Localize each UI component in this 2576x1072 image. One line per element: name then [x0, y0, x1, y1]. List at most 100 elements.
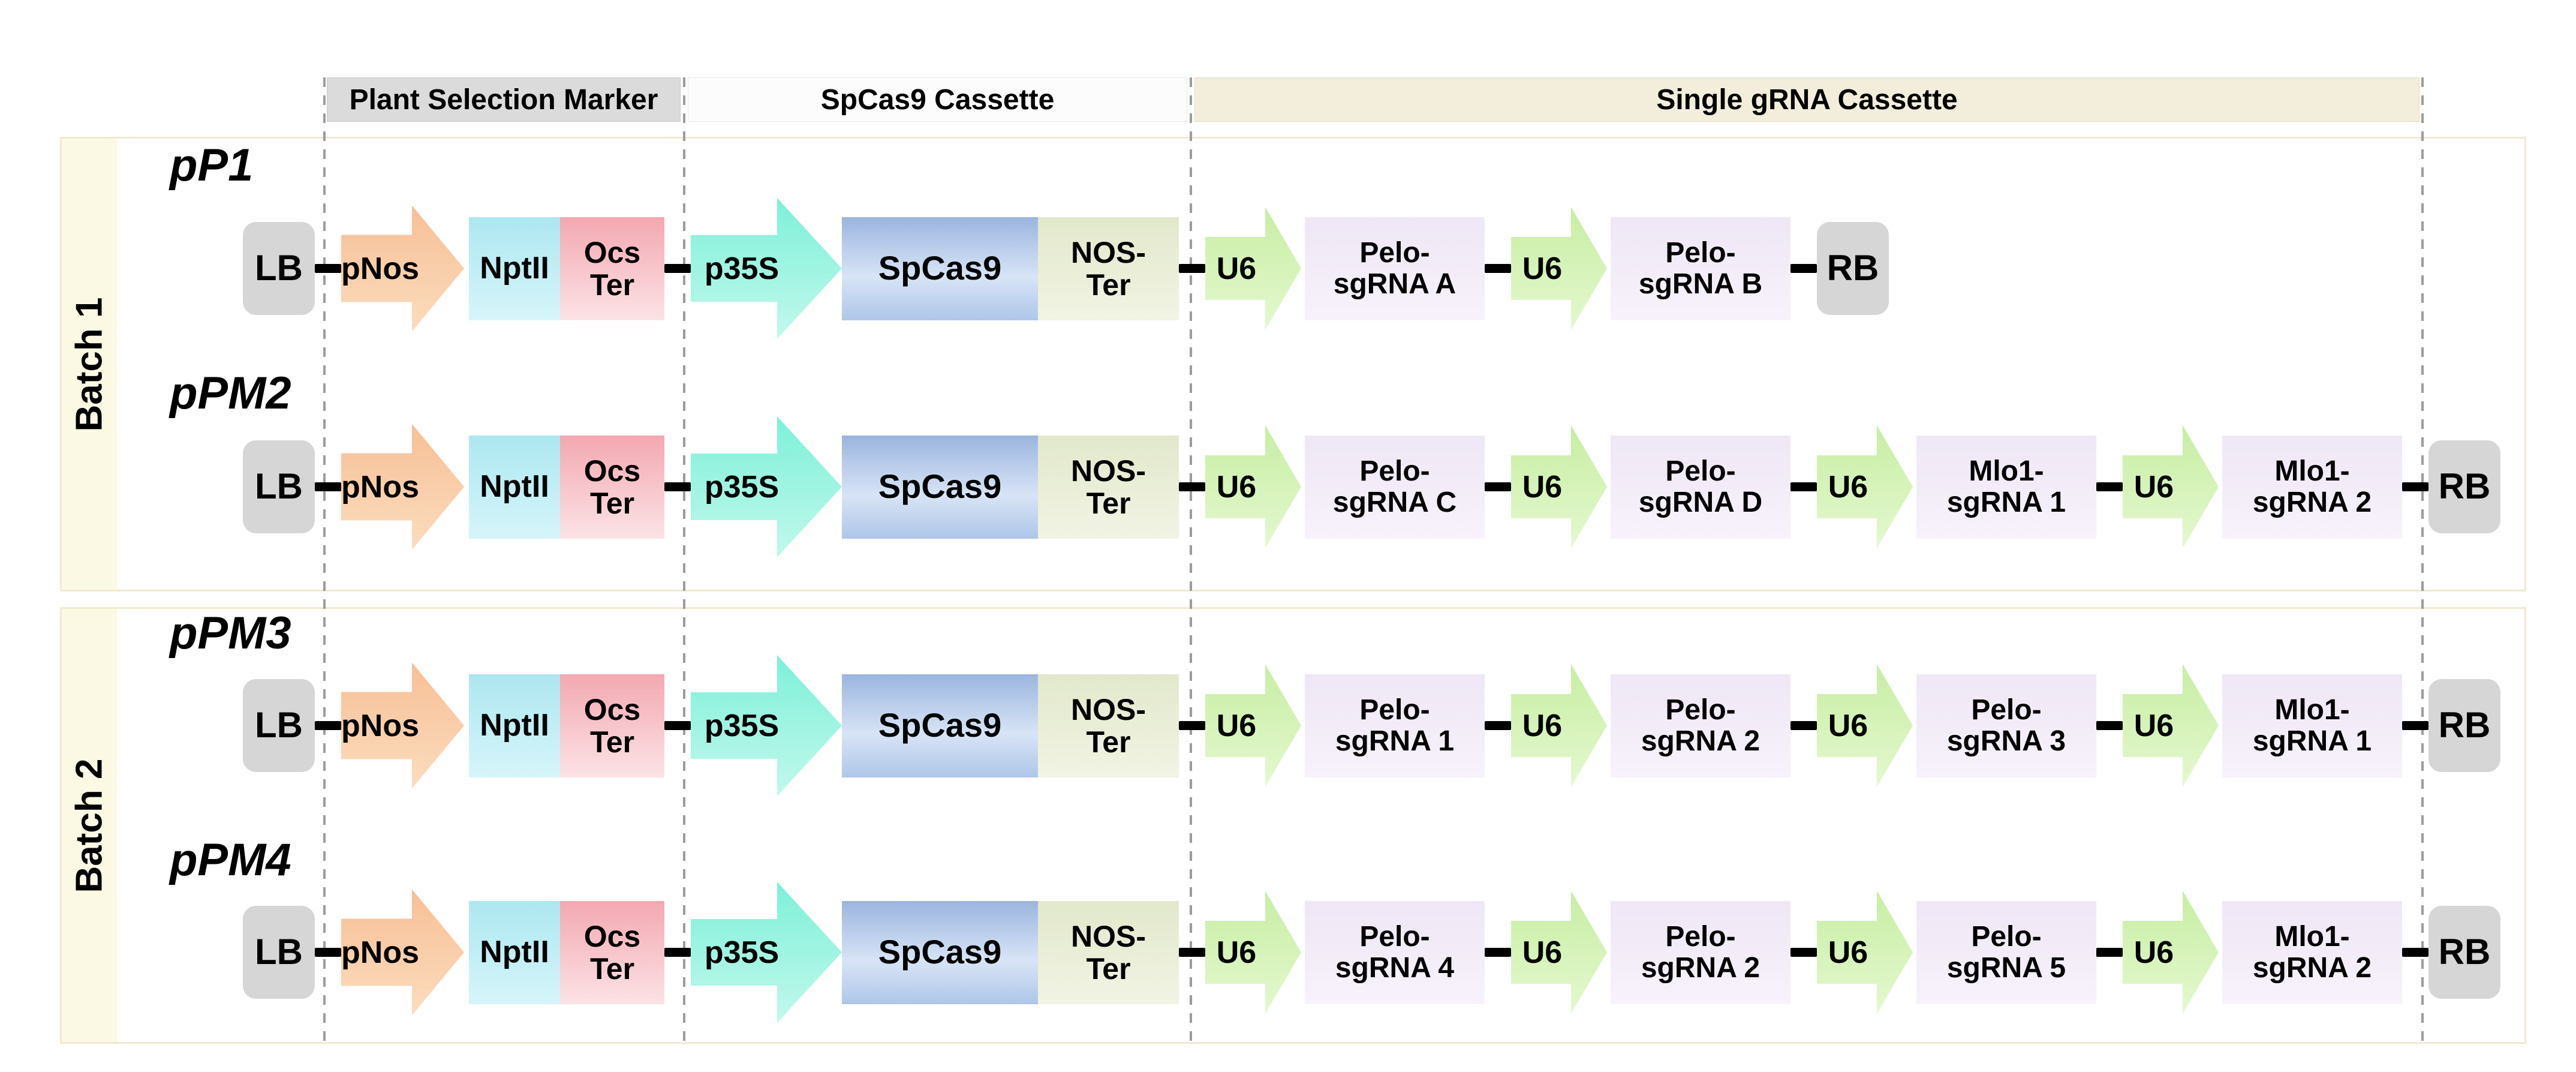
- u6-promoter-arrow: U6: [1511, 207, 1607, 330]
- sgrna-box: Pelo-sgRNA D: [1611, 435, 1790, 539]
- sgrna-box: Pelo-sgRNA B: [1611, 217, 1790, 320]
- section-divider-dashed-line: [683, 77, 685, 1044]
- sgrna-box: Mlo1-sgRNA 2: [2222, 900, 2402, 1004]
- rb-border: RB: [2428, 906, 2500, 999]
- section-divider-dashed-line: [323, 77, 326, 1044]
- connector-line: [1485, 482, 1511, 491]
- u6-promoter-arrow: U6: [1511, 664, 1607, 787]
- spcas9-gene-box: SpCas9: [842, 217, 1038, 320]
- sgrna-box: Mlo1-sgRNA 1: [1916, 435, 2096, 539]
- connector-line: [1485, 948, 1511, 957]
- section-header-plant-selection-marker: Plant Selection Marker: [327, 77, 681, 122]
- batch-1-label: Batch 1: [68, 297, 110, 431]
- connector-line: [1485, 721, 1511, 730]
- nptii-gene-box: NptII: [469, 217, 560, 320]
- connector-line: [315, 948, 341, 957]
- u6-promoter-arrow: U6: [2123, 425, 2219, 548]
- nptii-gene-box: NptII: [469, 674, 560, 777]
- u6-promoter-arrow: U6: [1817, 425, 1913, 548]
- sgrna-box: Pelo-sgRNA 5: [1916, 900, 2096, 1004]
- section-header-single-grna-cassette: Single gRNA Cassette: [1194, 77, 2419, 122]
- connector-line: [664, 948, 691, 957]
- connector-line: [1790, 482, 1817, 491]
- pnos-promoter-arrow: pNos: [341, 889, 464, 1016]
- rb-border: RB: [2428, 440, 2500, 533]
- connector-line: [2096, 721, 2123, 730]
- connector-line: [2402, 482, 2428, 491]
- nptii-gene-box: NptII: [469, 900, 560, 1004]
- section-header-spcas9-cassette: SpCas9 Cassette: [688, 77, 1187, 122]
- connector-line: [1179, 721, 1205, 730]
- construct-name-ppm4: pPM4: [170, 834, 291, 885]
- construct-name-ppm3: pPM3: [170, 608, 291, 659]
- sgrna-box: Mlo1-sgRNA 1: [2222, 674, 2402, 777]
- u6-promoter-arrow: U6: [1817, 664, 1913, 787]
- p35s-promoter-arrow: p35S: [691, 882, 842, 1023]
- connector-line: [2402, 948, 2428, 957]
- spcas9-gene-box: SpCas9: [842, 674, 1038, 777]
- u6-promoter-arrow: U6: [1205, 664, 1301, 787]
- batch-2-strip: Batch 2: [62, 609, 117, 1042]
- connector-line: [664, 721, 691, 730]
- section-divider-dashed-line: [1190, 77, 1192, 1044]
- connector-line: [315, 482, 341, 491]
- connector-line: [315, 264, 341, 273]
- spcas9-gene-box: SpCas9: [842, 435, 1038, 539]
- spcas9-gene-box: SpCas9: [842, 900, 1038, 1004]
- nptii-gene-box: NptII: [469, 435, 560, 539]
- u6-promoter-arrow: U6: [1205, 207, 1301, 330]
- rb-border: RB: [2428, 679, 2500, 772]
- connector-line: [2402, 721, 2428, 730]
- p35s-promoter-arrow: p35S: [691, 198, 842, 339]
- batch-2-group-box: Batch 2: [60, 607, 2526, 1044]
- u6-promoter-arrow: U6: [1205, 425, 1301, 548]
- nos-terminator-box: NOS-Ter: [1038, 674, 1179, 777]
- connector-line: [1485, 264, 1511, 273]
- u6-promoter-arrow: U6: [1205, 891, 1301, 1014]
- connector-line: [1790, 721, 1817, 730]
- sgrna-box: Pelo-sgRNA 1: [1305, 674, 1485, 777]
- p35s-promoter-arrow: p35S: [691, 655, 842, 796]
- connector-line: [1179, 264, 1205, 273]
- lb-border: LB: [243, 679, 315, 772]
- p35s-promoter-arrow: p35S: [691, 416, 842, 557]
- connector-line: [2096, 482, 2123, 491]
- u6-promoter-arrow: U6: [2123, 891, 2219, 1014]
- pnos-promoter-arrow: pNos: [341, 662, 464, 789]
- lb-border: LB: [243, 222, 315, 315]
- batch-2-label: Batch 2: [68, 758, 110, 893]
- u6-promoter-arrow: U6: [2123, 664, 2219, 787]
- nos-terminator-box: NOS-Ter: [1038, 217, 1179, 320]
- sgrna-box: Pelo-sgRNA 2: [1611, 674, 1790, 777]
- connector-line: [1790, 264, 1817, 273]
- sgrna-box: Pelo-sgRNA 2: [1611, 900, 1790, 1004]
- batch-1-strip: Batch 1: [62, 139, 117, 590]
- connector-line: [315, 721, 341, 730]
- sgrna-box: Pelo-sgRNA 4: [1305, 900, 1485, 1004]
- connector-line: [1179, 948, 1205, 957]
- rb-border: RB: [1817, 222, 1889, 315]
- pnos-promoter-arrow: pNos: [341, 205, 464, 332]
- connector-line: [2096, 948, 2123, 957]
- construct-name-pp1: pP1: [170, 140, 254, 191]
- u6-promoter-arrow: U6: [1511, 891, 1607, 1014]
- sgrna-box: Mlo1-sgRNA 2: [2222, 435, 2402, 539]
- lb-border: LB: [243, 440, 315, 533]
- nos-terminator-box: NOS-Ter: [1038, 435, 1179, 539]
- pnos-promoter-arrow: pNos: [341, 424, 464, 550]
- section-divider-dashed-line: [2421, 77, 2424, 1044]
- u6-promoter-arrow: U6: [1817, 891, 1913, 1014]
- nos-terminator-box: NOS-Ter: [1038, 900, 1179, 1004]
- sgrna-box: Pelo-sgRNA A: [1305, 217, 1485, 320]
- connector-line: [1790, 948, 1817, 957]
- construct-name-ppm2: pPM2: [170, 368, 291, 419]
